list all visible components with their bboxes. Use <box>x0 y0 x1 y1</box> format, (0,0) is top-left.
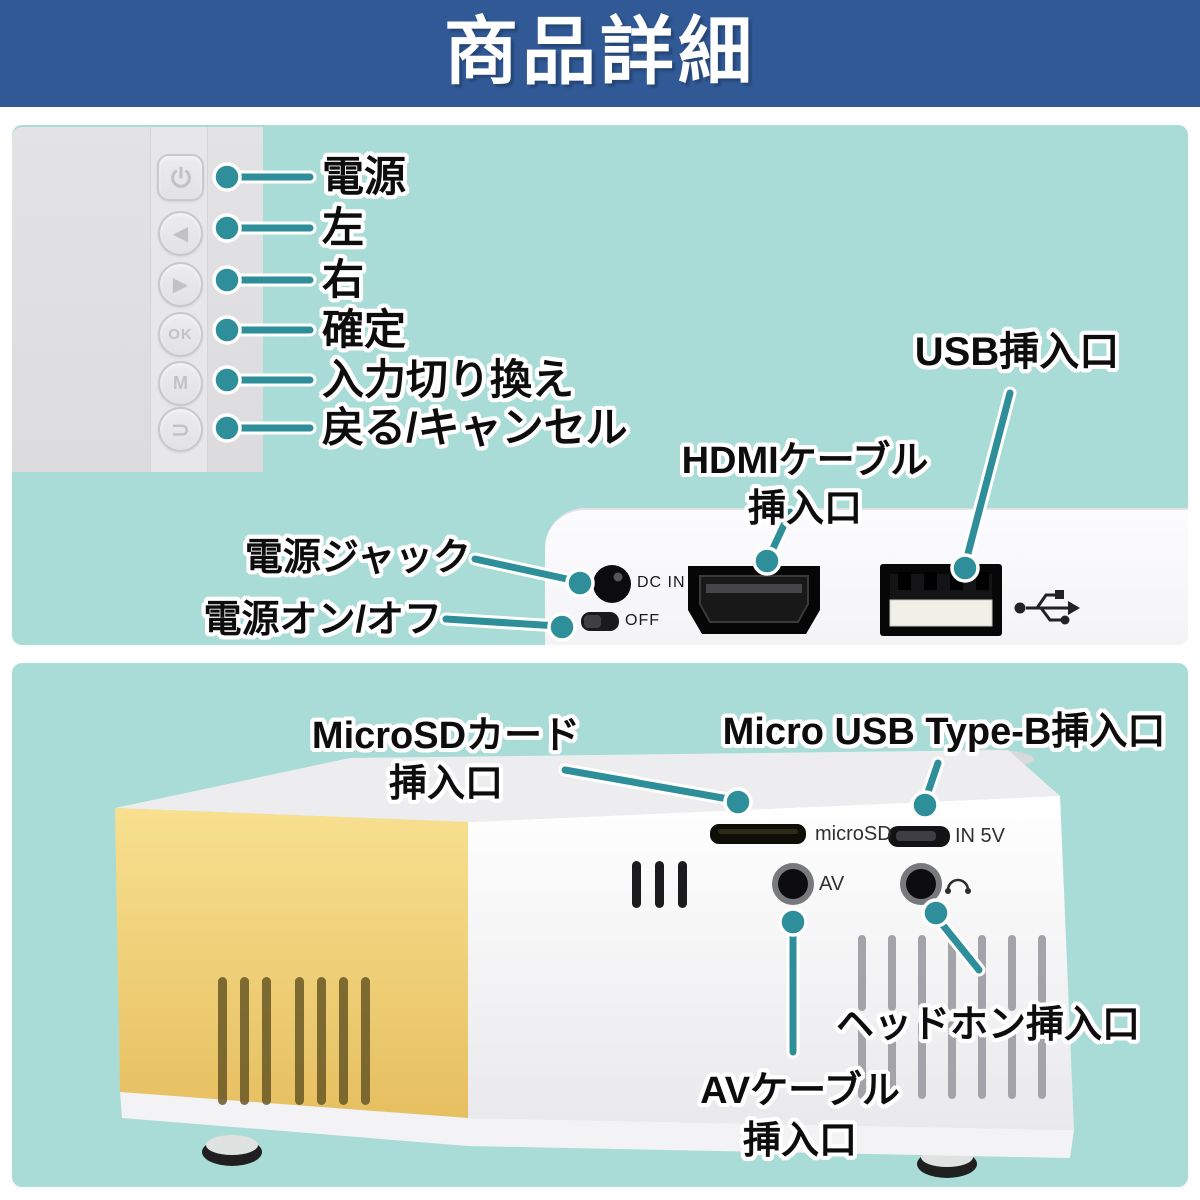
arrow-left-icon: ◀ <box>172 223 189 245</box>
device-photo-side-ports: DC IN OFF <box>545 508 1188 645</box>
dc-in-jack <box>593 565 631 603</box>
back-button-photo: ⊃ <box>158 407 203 452</box>
ports-section: microSD IN 5V AV MicroSDカード 挿入口 Micro US… <box>12 663 1188 1187</box>
return-icon: ⊃ <box>171 416 190 442</box>
ok-button-photo: OK <box>158 312 203 357</box>
controls-section: ◀ ▶ OK M ⊃ <box>12 125 1188 645</box>
hdmi-port <box>688 566 820 634</box>
av-jack <box>772 863 814 905</box>
label-microsd-line1: MicroSDカード <box>311 715 581 757</box>
left-button-photo: ◀ <box>158 211 203 256</box>
label-hdmi-line2: 挿入口 <box>747 488 862 530</box>
label-right: 右 <box>322 256 365 303</box>
label-micro-usb-port: Micro USB Type-B挿入口 <box>722 711 1166 753</box>
micro-usb-port <box>888 826 950 847</box>
label-hdmi-line1: HDMIケーブル <box>681 440 929 482</box>
menu-button-photo: M <box>158 361 203 406</box>
label-av-line2: 挿入口 <box>742 1120 857 1162</box>
leader-headphone <box>921 898 986 977</box>
label-microsd-line2: 挿入口 <box>388 763 503 805</box>
leader-micro-usb <box>910 756 945 820</box>
headphone-icon <box>945 878 971 894</box>
leader-av <box>778 907 808 1059</box>
headphone-jack <box>900 863 942 905</box>
power-button-photo <box>157 154 204 201</box>
label-microsd-slot: MicroSDカード 挿入口 <box>286 712 606 808</box>
label-power: 電源 <box>322 153 407 200</box>
label-usb-port: USB挿入口 <box>914 330 1120 374</box>
ok-button-label: OK <box>168 326 193 343</box>
rubber-foot-left <box>202 1135 262 1166</box>
microsd-slot <box>710 824 806 844</box>
av-text: AV <box>819 873 845 895</box>
page-title: 商品詳細 <box>444 10 756 93</box>
projector-yellow-face <box>115 808 468 1118</box>
arrow-right-icon: ▶ <box>172 274 189 296</box>
header-banner: 商品詳細 <box>0 0 1200 107</box>
in5v-text: IN 5V <box>955 825 1006 847</box>
side-ports-graphic <box>561 564 1080 636</box>
label-back-cancel: 戻る/キャンセル <box>322 404 628 451</box>
vents-yellow <box>218 977 370 1105</box>
label-hdmi-port: HDMIケーブル 挿入口 <box>655 437 955 533</box>
power-icon <box>170 166 191 188</box>
microsd-text: microSD <box>815 823 892 845</box>
label-headphone-port: ヘッドホン挿入口 <box>835 1004 1140 1046</box>
label-av-port: AVケーブル 挿入口 <box>650 1066 950 1166</box>
label-power-jack: 電源ジャック <box>244 537 471 579</box>
label-av-line1: AVケーブル <box>700 1070 900 1112</box>
dc-in-text: DC IN <box>637 574 686 591</box>
off-text: OFF <box>625 612 660 629</box>
usb-trident-icon <box>1014 590 1080 625</box>
label-confirm: 確定 <box>322 306 407 353</box>
right-button-photo: ▶ <box>158 262 203 307</box>
label-left: 左 <box>322 204 365 251</box>
device-photo-buttons: ◀ ▶ OK M ⊃ <box>12 127 263 472</box>
menu-button-label: M <box>173 373 188 393</box>
power-indicator-dot <box>561 616 573 628</box>
vents-small <box>632 861 687 908</box>
usb-port <box>880 564 1002 636</box>
label-power-switch: 電源オン/オフ <box>203 599 442 641</box>
label-input-switch: 入力切り換え <box>322 356 575 403</box>
